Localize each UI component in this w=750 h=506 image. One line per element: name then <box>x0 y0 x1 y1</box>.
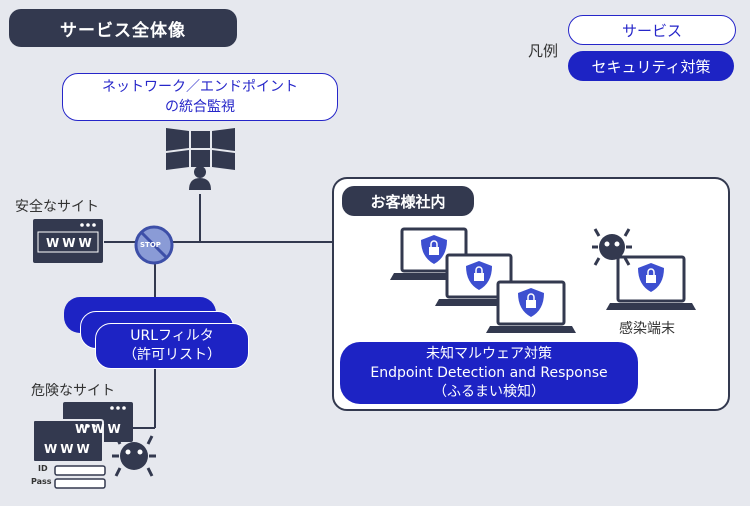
url-filter-line1: URLフィルタ <box>130 328 214 344</box>
url-filter: URLフィルタ （許可リスト） <box>95 323 249 369</box>
infected-terminal-label: 感染端末 <box>619 321 675 337</box>
malware-bug-icon-infected <box>592 228 632 266</box>
safe-site-label: 安全なサイト <box>15 199 99 215</box>
edr-line2: Endpoint Detection and Response <box>370 364 608 381</box>
stop-sign-text: STOP <box>140 241 161 249</box>
malware-bug-icon-danger <box>112 435 156 477</box>
customer-title: お客様社内 <box>342 186 474 216</box>
danger-site-label: 危険なサイト <box>31 383 115 399</box>
legend-security: セキュリティ対策 <box>568 51 734 81</box>
laptop-icon-2 <box>435 253 523 306</box>
pass-label: Pass <box>31 477 52 486</box>
safe-site-browser-icon <box>33 219 103 263</box>
edr-security-measure: 未知マルウェア対策 Endpoint Detection and Respons… <box>340 342 638 404</box>
infected-laptop-icon <box>606 255 696 310</box>
laptop-icon-3 <box>486 280 576 333</box>
danger-site-www-bottom: WWW <box>44 442 93 456</box>
safe-site-www: WWW <box>46 236 95 250</box>
danger-site-browser-icons <box>32 402 133 489</box>
url-filter-line2: （許可リスト） <box>123 347 221 363</box>
monitoring-icon <box>166 128 235 190</box>
legend-label: 凡例 <box>528 42 559 60</box>
page-title: サービス全体像 <box>9 9 237 47</box>
id-label: ID <box>38 464 48 473</box>
monitoring-service: ネットワーク／エンドポイント の統合監視 <box>62 73 338 121</box>
legend-service: サービス <box>568 15 736 45</box>
monitoring-line1: ネットワーク／エンドポイント <box>102 79 298 95</box>
stop-sign-icon <box>134 225 174 265</box>
edr-line3: （ふるまい検知） <box>433 383 545 400</box>
danger-site-www-top: WWW <box>75 422 124 436</box>
edr-line1: 未知マルウェア対策 <box>426 345 552 362</box>
monitoring-line2: の統合監視 <box>165 99 235 115</box>
